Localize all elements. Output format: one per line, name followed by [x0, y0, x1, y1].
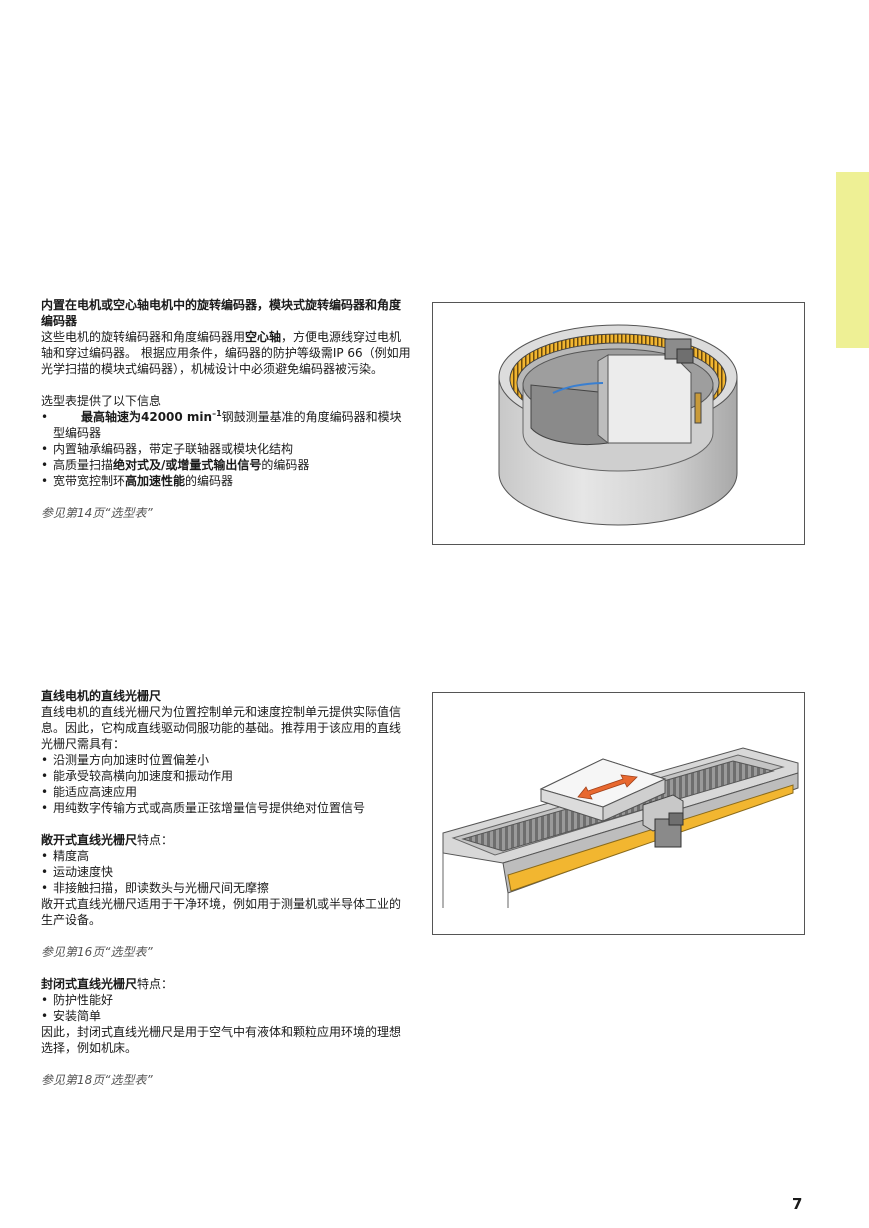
section-paragraph: 这些电机的旋转编码器和角度编码器用空心轴，方便电源线穿过电机轴和穿过编码器。 根… — [41, 330, 411, 376]
list-item: 精度高 — [41, 848, 411, 864]
list-item: 防护性能好 — [41, 992, 411, 1008]
list-intro: 选型表提供了以下信息 — [41, 394, 162, 408]
closed-scale-heading: 封闭式直线光栅尺特点： — [41, 977, 174, 991]
list-item: 宽带宽控制环高加速性能的编码器 — [41, 473, 411, 489]
table-reference: 参见第18页“选型表” — [41, 1073, 153, 1087]
feature-list: 最高轴速为42000 min–1钢鼓测量基准的角度编码器和模块型编码器 内置轴承… — [41, 409, 411, 489]
list-item: 安装简单 — [41, 1008, 411, 1024]
chapter-tab — [836, 172, 869, 348]
list-item: 高质量扫描绝对式及/或增量式输出信号的编码器 — [41, 457, 411, 473]
list-item: 能适应高速应用 — [41, 784, 411, 800]
list-item: 用纯数字传输方式或高质量正弦增量信号提供绝对位置信号 — [41, 800, 411, 816]
list-item: 能承受较高横向加速度和振动作用 — [41, 768, 411, 784]
linear-motor-illustration — [432, 692, 805, 935]
list-item: 最高轴速为42000 min–1钢鼓测量基准的角度编码器和模块型编码器 — [41, 409, 411, 441]
section-paragraph: 直线电机的直线光栅尺为位置控制单元和速度控制单元提供实际值信息。因此，它构成直线… — [41, 705, 402, 751]
closed-scale-paragraph: 因此，封闭式直线光栅尺是用于空气中有液体和颗粒应用环境的理想选择，例如机床。 — [41, 1025, 402, 1055]
list-item: 沿测量方向加速时位置偏差小 — [41, 752, 411, 768]
list-item: 运动速度快 — [41, 864, 411, 880]
page-number: 7 — [792, 1195, 803, 1213]
table-reference: 参见第14页“选型表” — [41, 506, 153, 520]
list-item: 非接触扫描，即读数头与光栅尺间无摩擦 — [41, 880, 411, 896]
table-reference: 参见第16页“选型表” — [41, 945, 153, 959]
open-scale-paragraph: 敞开式直线光栅尺适用于干净环境，例如用于测量机或半导体工业的生产设备。 — [41, 897, 402, 927]
open-scale-heading: 敞开式直线光栅尺特点： — [41, 833, 174, 847]
requirement-list: 沿测量方向加速时位置偏差小 能承受较高横向加速度和振动作用 能适应高速应用 用纯… — [41, 752, 411, 816]
section-linear-scales: 直线电机的直线光栅尺 直线电机的直线光栅尺为位置控制单元和速度控制单元提供实际值… — [41, 688, 411, 1088]
section-heading: 直线电机的直线光栅尺 — [41, 689, 162, 703]
section-heading: 内置在电机或空心轴电机中的旋转编码器，模块式旋转编码器和角度编码器 — [41, 298, 402, 328]
closed-scale-list: 防护性能好 安装简单 — [41, 992, 411, 1024]
open-scale-list: 精度高 运动速度快 非接触扫描，即读数头与光栅尺间无摩擦 — [41, 848, 411, 896]
section-rotary-encoders: 内置在电机或空心轴电机中的旋转编码器，模块式旋转编码器和角度编码器 这些电机的旋… — [41, 297, 411, 521]
list-item: 内置轴承编码器，带定子联轴器或模块化结构 — [41, 441, 411, 457]
rotary-encoder-illustration — [432, 302, 805, 545]
